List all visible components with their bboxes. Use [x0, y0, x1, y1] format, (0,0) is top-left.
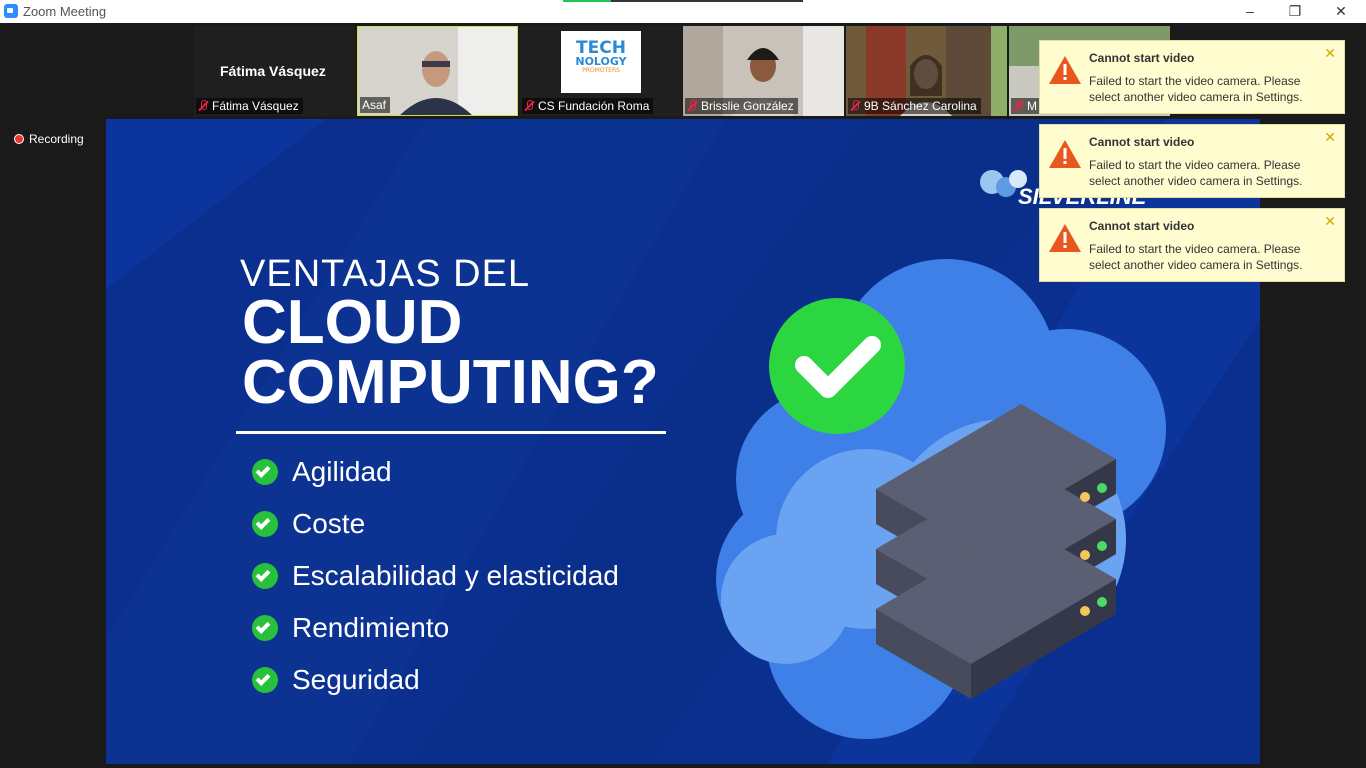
participant-name-label: Fátima Vásquez: [196, 98, 303, 114]
zoom-app-icon: [4, 4, 18, 18]
server-stack-illustration: [876, 404, 1116, 699]
tech-logo: TECH NOLOGY PROMOTERS: [561, 31, 641, 93]
recording-indicator[interactable]: Recording: [14, 132, 84, 146]
warning-icon: [1049, 140, 1081, 168]
close-icon[interactable]: ✕: [1324, 129, 1336, 145]
slide-title-line2: CLOUD: [242, 288, 463, 357]
window-title: Zoom Meeting: [23, 4, 107, 19]
record-icon: [14, 134, 24, 144]
check-icon: [252, 563, 278, 589]
participant-tile[interactable]: TECH NOLOGY PROMOTERS CS Fundación Roma: [520, 26, 681, 116]
notification-title: Cannot start video: [1089, 219, 1195, 233]
title-underline: [236, 431, 666, 434]
notification-message: Failed to start the video camera. Please…: [1089, 158, 1303, 188]
muted-mic-icon: [524, 100, 534, 112]
benefit-item: Seguridad: [252, 665, 420, 695]
benefit-item: Escalabilidad y elasticidad: [252, 561, 619, 591]
participant-name-label: CS Fundación Roma: [522, 98, 654, 114]
restore-button[interactable]: ❐: [1288, 3, 1302, 19]
muted-mic-icon: [687, 100, 697, 112]
check-icon: [252, 615, 278, 641]
benefit-item: Coste: [252, 509, 365, 539]
window-titlebar: Zoom Meeting – ❐ ✕: [0, 0, 1366, 23]
warning-icon: [1049, 224, 1081, 252]
sharing-indicator: [563, 0, 803, 2]
close-icon[interactable]: ✕: [1324, 213, 1336, 229]
participant-tile-active[interactable]: Asaf: [357, 26, 518, 116]
bottom-edge: [0, 764, 1366, 768]
video-error-notification: Cannot start video Failed to start the v…: [1039, 124, 1345, 198]
slide-title-line1: VENTAJAS DEL: [240, 253, 531, 295]
minimize-button[interactable]: –: [1246, 3, 1254, 19]
participant-name-label: Asaf: [360, 97, 391, 113]
shared-screen-slide: SILVERLINE VENTAJAS DEL CLOUD COMPUTING?…: [106, 119, 1260, 768]
video-error-notification: Cannot start video Failed to start the v…: [1039, 208, 1345, 282]
notification-message: Failed to start the video camera. Please…: [1089, 74, 1303, 104]
participant-name-label: Brisslie González: [685, 98, 798, 114]
check-icon: [252, 511, 278, 537]
participant-tile[interactable]: Fátima Vásquez Fátima Vásquez: [194, 26, 355, 116]
benefit-item: Rendimiento: [252, 613, 449, 643]
participant-big-name: Fátima Vásquez: [220, 63, 326, 79]
close-window-button[interactable]: ✕: [1335, 3, 1347, 19]
warning-icon: [1049, 56, 1081, 84]
participant-tile[interactable]: 9B Sánchez Carolina: [846, 26, 1007, 116]
muted-mic-icon: [850, 100, 860, 112]
recording-label: Recording: [29, 132, 84, 146]
video-error-notification: Cannot start video Failed to start the v…: [1039, 40, 1345, 114]
muted-mic-icon: [1013, 100, 1023, 112]
close-icon[interactable]: ✕: [1324, 45, 1336, 61]
big-check-icon: [769, 298, 905, 434]
slide-background-art: [106, 119, 1260, 768]
notification-title: Cannot start video: [1089, 135, 1195, 149]
benefit-item: Agilidad: [252, 457, 392, 487]
check-icon: [252, 667, 278, 693]
participant-name-label: M: [1011, 98, 1041, 114]
slide-title-line3: COMPUTING?: [242, 348, 659, 417]
notification-message: Failed to start the video camera. Please…: [1089, 242, 1303, 272]
participant-name-label: 9B Sánchez Carolina: [848, 98, 981, 114]
participant-tile[interactable]: Brisslie González: [683, 26, 844, 116]
notification-title: Cannot start video: [1089, 51, 1195, 65]
silverline-logo-mark: [980, 170, 1027, 197]
muted-mic-icon: [198, 100, 208, 112]
check-icon: [252, 459, 278, 485]
